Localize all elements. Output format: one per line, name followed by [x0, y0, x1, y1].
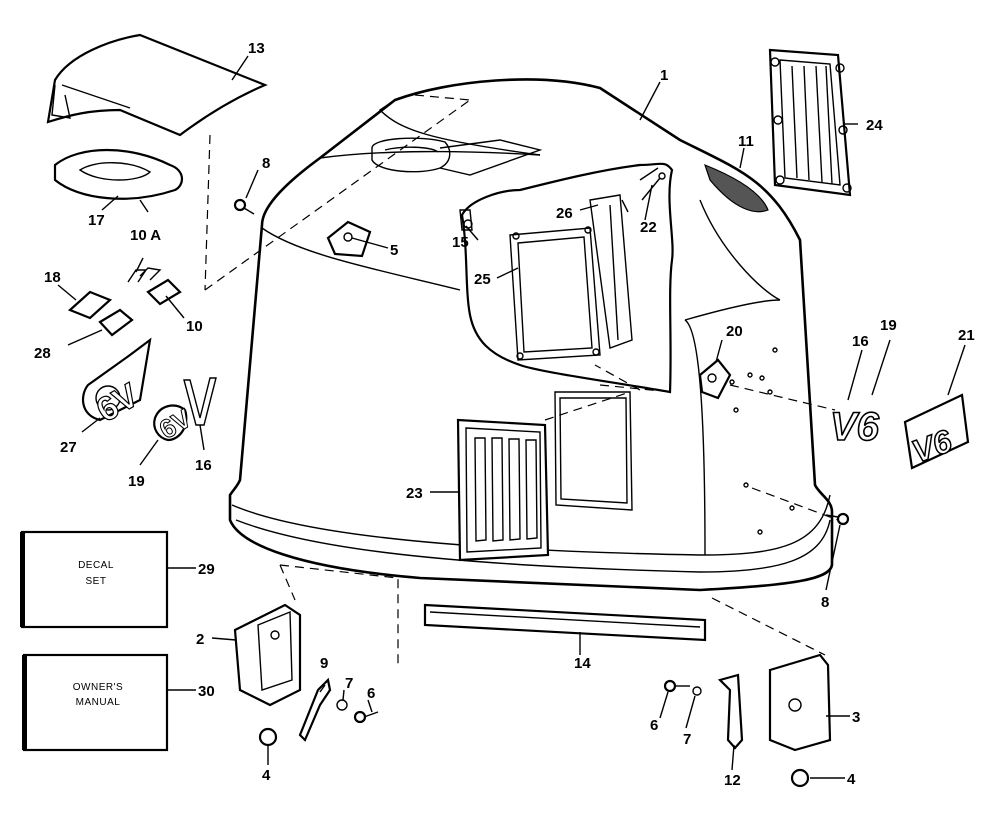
callout-27: 27: [60, 439, 77, 456]
callout-29: 29: [198, 561, 215, 578]
callout-11: 11: [738, 133, 754, 150]
callout-16a: 16: [852, 333, 869, 350]
callout-7a: 7: [345, 675, 353, 692]
callout-19a: 19: [880, 317, 897, 334]
callout-25: 25: [474, 271, 491, 288]
callout-8a: 8: [262, 155, 270, 172]
callout-12: 12: [724, 772, 741, 789]
small-parts: V6 V6: [67, 172, 970, 788]
callout-1: 1: [660, 67, 668, 84]
leader-lines: [57, 55, 966, 779]
callout-20: 20: [726, 323, 743, 340]
callout-21: 21: [958, 327, 975, 344]
callout-18: 18: [44, 269, 61, 286]
rear-grille-icon: [768, 48, 852, 197]
callout-26: 26: [556, 205, 573, 222]
motor-cover: [228, 78, 834, 592]
callout-7b: 7: [683, 731, 691, 748]
v6-emblem-front: V6: [829, 404, 880, 450]
callout-14: 14: [574, 655, 591, 672]
callout-3: 3: [852, 709, 860, 726]
callout-9: 9: [320, 655, 328, 672]
callout-30: 30: [198, 683, 215, 700]
seal-ring: [53, 148, 183, 213]
callout-23: 23: [406, 485, 423, 502]
callout-2: 2: [196, 631, 204, 648]
callout-5: 5: [390, 242, 398, 259]
callout-15: 15: [452, 234, 469, 251]
decal-set-box: DECAL SET: [20, 530, 169, 629]
callout-19b: 19: [128, 473, 145, 490]
bracket-icon: [233, 603, 832, 788]
callout-6b: 6: [650, 717, 658, 734]
callout-6a: 6: [367, 685, 375, 702]
callout-17: 17: [88, 212, 105, 229]
callout-4a: 4: [262, 767, 271, 784]
callout-13: 13: [248, 40, 265, 57]
callout-8b: 8: [821, 594, 829, 611]
decal-label-line1: DECAL: [78, 560, 114, 571]
callout-22: 22: [640, 219, 657, 236]
callout-10a: 10 A: [130, 227, 161, 244]
svg-text:V6: V6: [830, 405, 880, 449]
front-grille-icon: [456, 418, 550, 562]
v6-emblem-rear: V6: [903, 393, 970, 471]
assembly-lines: [204, 94, 839, 665]
callout-28: 28: [34, 345, 51, 362]
callout-10: 10: [186, 318, 203, 335]
owners-manual-box: OWNER'S MANUAL: [22, 653, 169, 752]
callout-24: 24: [866, 117, 883, 134]
callout-16b: 16: [195, 457, 212, 474]
manual-label-line2: MANUAL: [76, 697, 121, 708]
manual-label-line1: OWNER'S: [73, 682, 123, 693]
top-cover: [46, 33, 268, 137]
callout-4b: 4: [847, 771, 856, 788]
decal-label-line2: SET: [86, 576, 107, 587]
callout-numbers: 1 2 3 4 4 5 6 6 7 7 8 8 9 10 10 A 11 12 …: [34, 40, 975, 789]
